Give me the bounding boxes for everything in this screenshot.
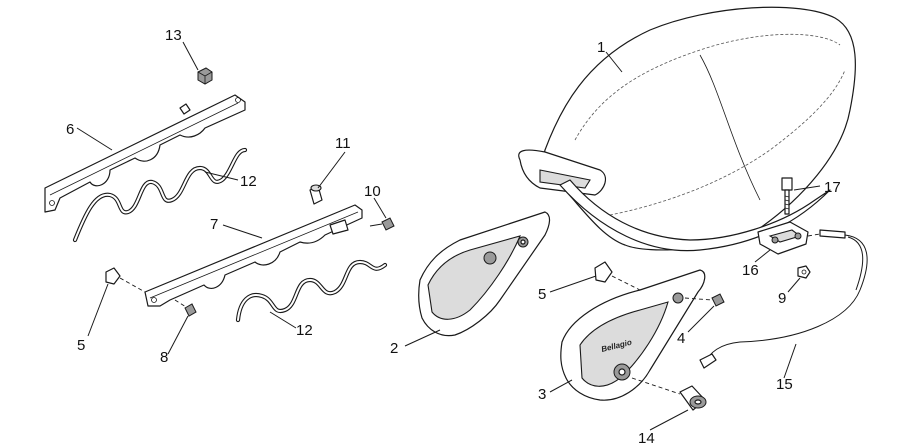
part-clip-5-right <box>594 261 641 291</box>
callout-10: 10 <box>364 183 381 200</box>
leader-lines <box>76 41 821 431</box>
part-screw-10 <box>369 217 395 231</box>
part-seat <box>518 6 856 252</box>
part-screw-8 <box>174 299 197 317</box>
callout-4: 4 <box>677 330 685 347</box>
callout-15: 15 <box>776 376 793 393</box>
part-nut-13 <box>197 67 213 85</box>
part-clip-5-left <box>105 267 146 293</box>
callout-7: 7 <box>210 216 218 233</box>
callout-14: 14 <box>638 430 655 447</box>
callout-5-right: 5 <box>538 286 546 303</box>
callout-8: 8 <box>160 349 168 366</box>
callout-12-upper: 12 <box>240 173 257 190</box>
part-screw-4 <box>684 293 725 307</box>
callout-6: 6 <box>66 121 74 138</box>
callout-1: 1 <box>597 39 605 56</box>
part-right-side-cover: Bellagio <box>560 269 706 401</box>
part-cable-15 <box>699 229 868 369</box>
part-lower-bracket <box>144 204 363 307</box>
part-nut-9 <box>797 265 811 279</box>
callout-9: 9 <box>778 290 786 307</box>
part-latch-16 <box>757 221 821 255</box>
part-lock-14 <box>631 377 707 411</box>
callout-2: 2 <box>390 340 398 357</box>
callout-3: 3 <box>538 386 546 403</box>
callout-12-lower: 12 <box>296 322 313 339</box>
callout-numbers: 1 6 12 13 7 12 11 10 5 8 2 3 5 4 14 15 1… <box>66 27 841 447</box>
part-spacer-11 <box>309 184 323 205</box>
callout-5-left: 5 <box>77 337 85 354</box>
part-upper-bracket <box>44 94 246 213</box>
callout-16: 16 <box>742 262 759 279</box>
callout-17: 17 <box>824 179 841 196</box>
part-lower-wire-spring <box>235 259 388 323</box>
part-upper-wire-spring <box>72 147 248 243</box>
callout-13: 13 <box>165 27 182 44</box>
part-left-side-cover <box>418 211 551 337</box>
part-bolt-17 <box>781 177 793 215</box>
callout-11: 11 <box>335 135 351 152</box>
